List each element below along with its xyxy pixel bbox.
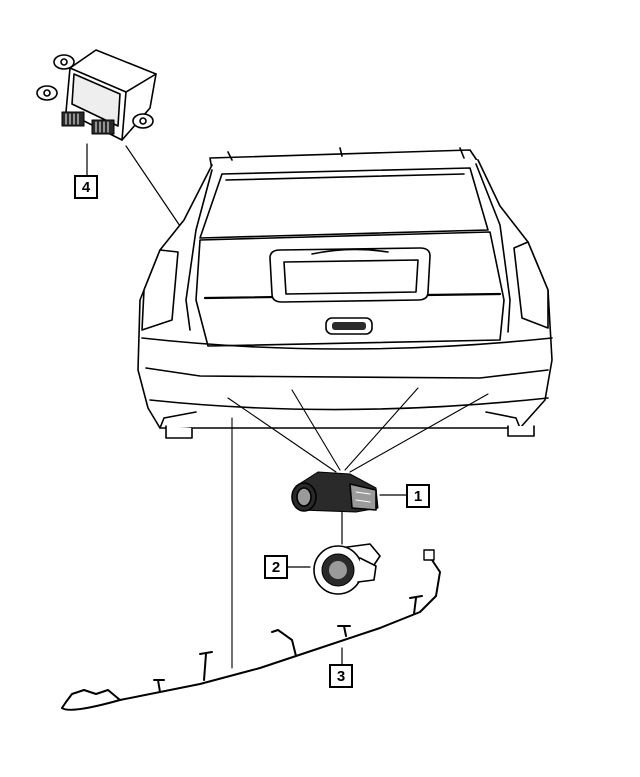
vehicle-rear: [137, 147, 553, 439]
callout-4: 4: [74, 175, 98, 199]
control-module: [36, 49, 157, 141]
callout-2: 2: [264, 555, 288, 579]
park-assist-sensor: [291, 471, 379, 513]
sensor-leader-lines: [227, 387, 489, 669]
callout-1: 1: [406, 484, 430, 508]
callout-3: 3: [329, 664, 353, 688]
wiring-harness: [61, 549, 441, 711]
sensor-bezel: [313, 543, 381, 595]
